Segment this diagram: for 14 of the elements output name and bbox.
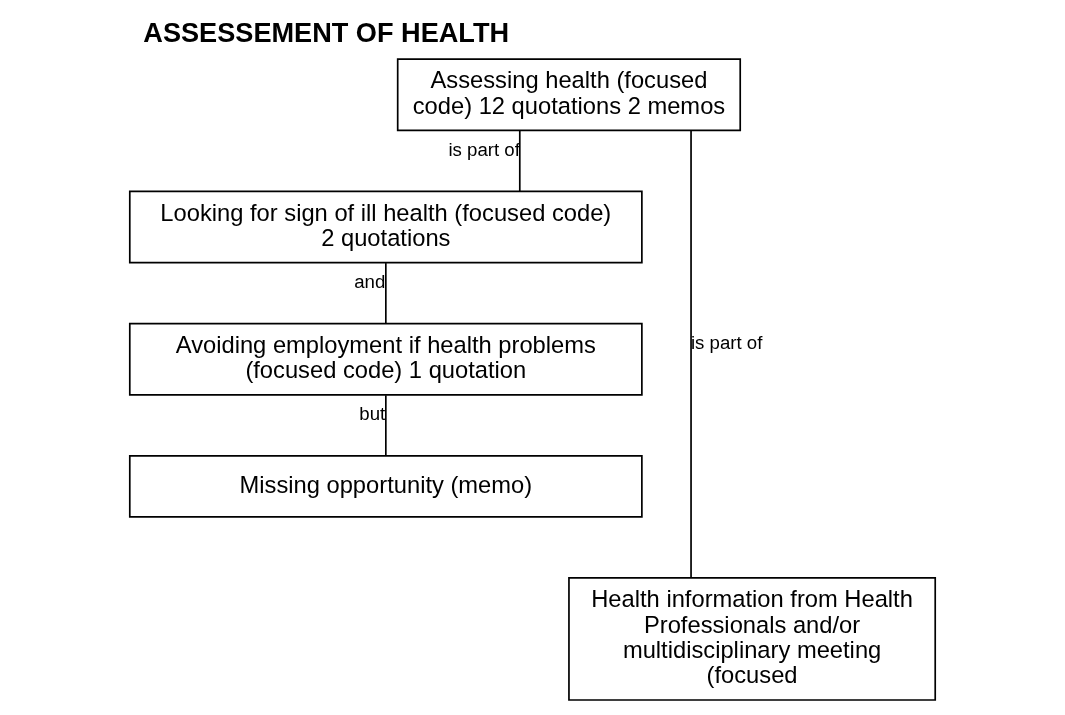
connector (518, 129, 521, 193)
edge-label: and (354, 270, 386, 292)
node-box: Looking for sign of ill health (focused code) 2 quotations (128, 190, 643, 264)
connector (384, 394, 387, 457)
node-box: Missing opportunity (memo) (128, 455, 643, 518)
edge-label: but (359, 403, 386, 425)
connector (690, 129, 692, 579)
edge-label: is part of (448, 138, 520, 160)
diagram-title: ASSESSEMENT OF HEALTH (143, 16, 510, 48)
node-box: Health information from Health Professionals and/or multidisciplinary meeting (focused (568, 577, 937, 701)
node-box: Avoiding employment if health problems (focused code) 1 quotation (128, 322, 643, 396)
connector (384, 262, 387, 325)
edge-label: is part of (690, 331, 763, 353)
node-box: Assessing health (focused code) 12 quotations 2 memos (396, 58, 742, 132)
